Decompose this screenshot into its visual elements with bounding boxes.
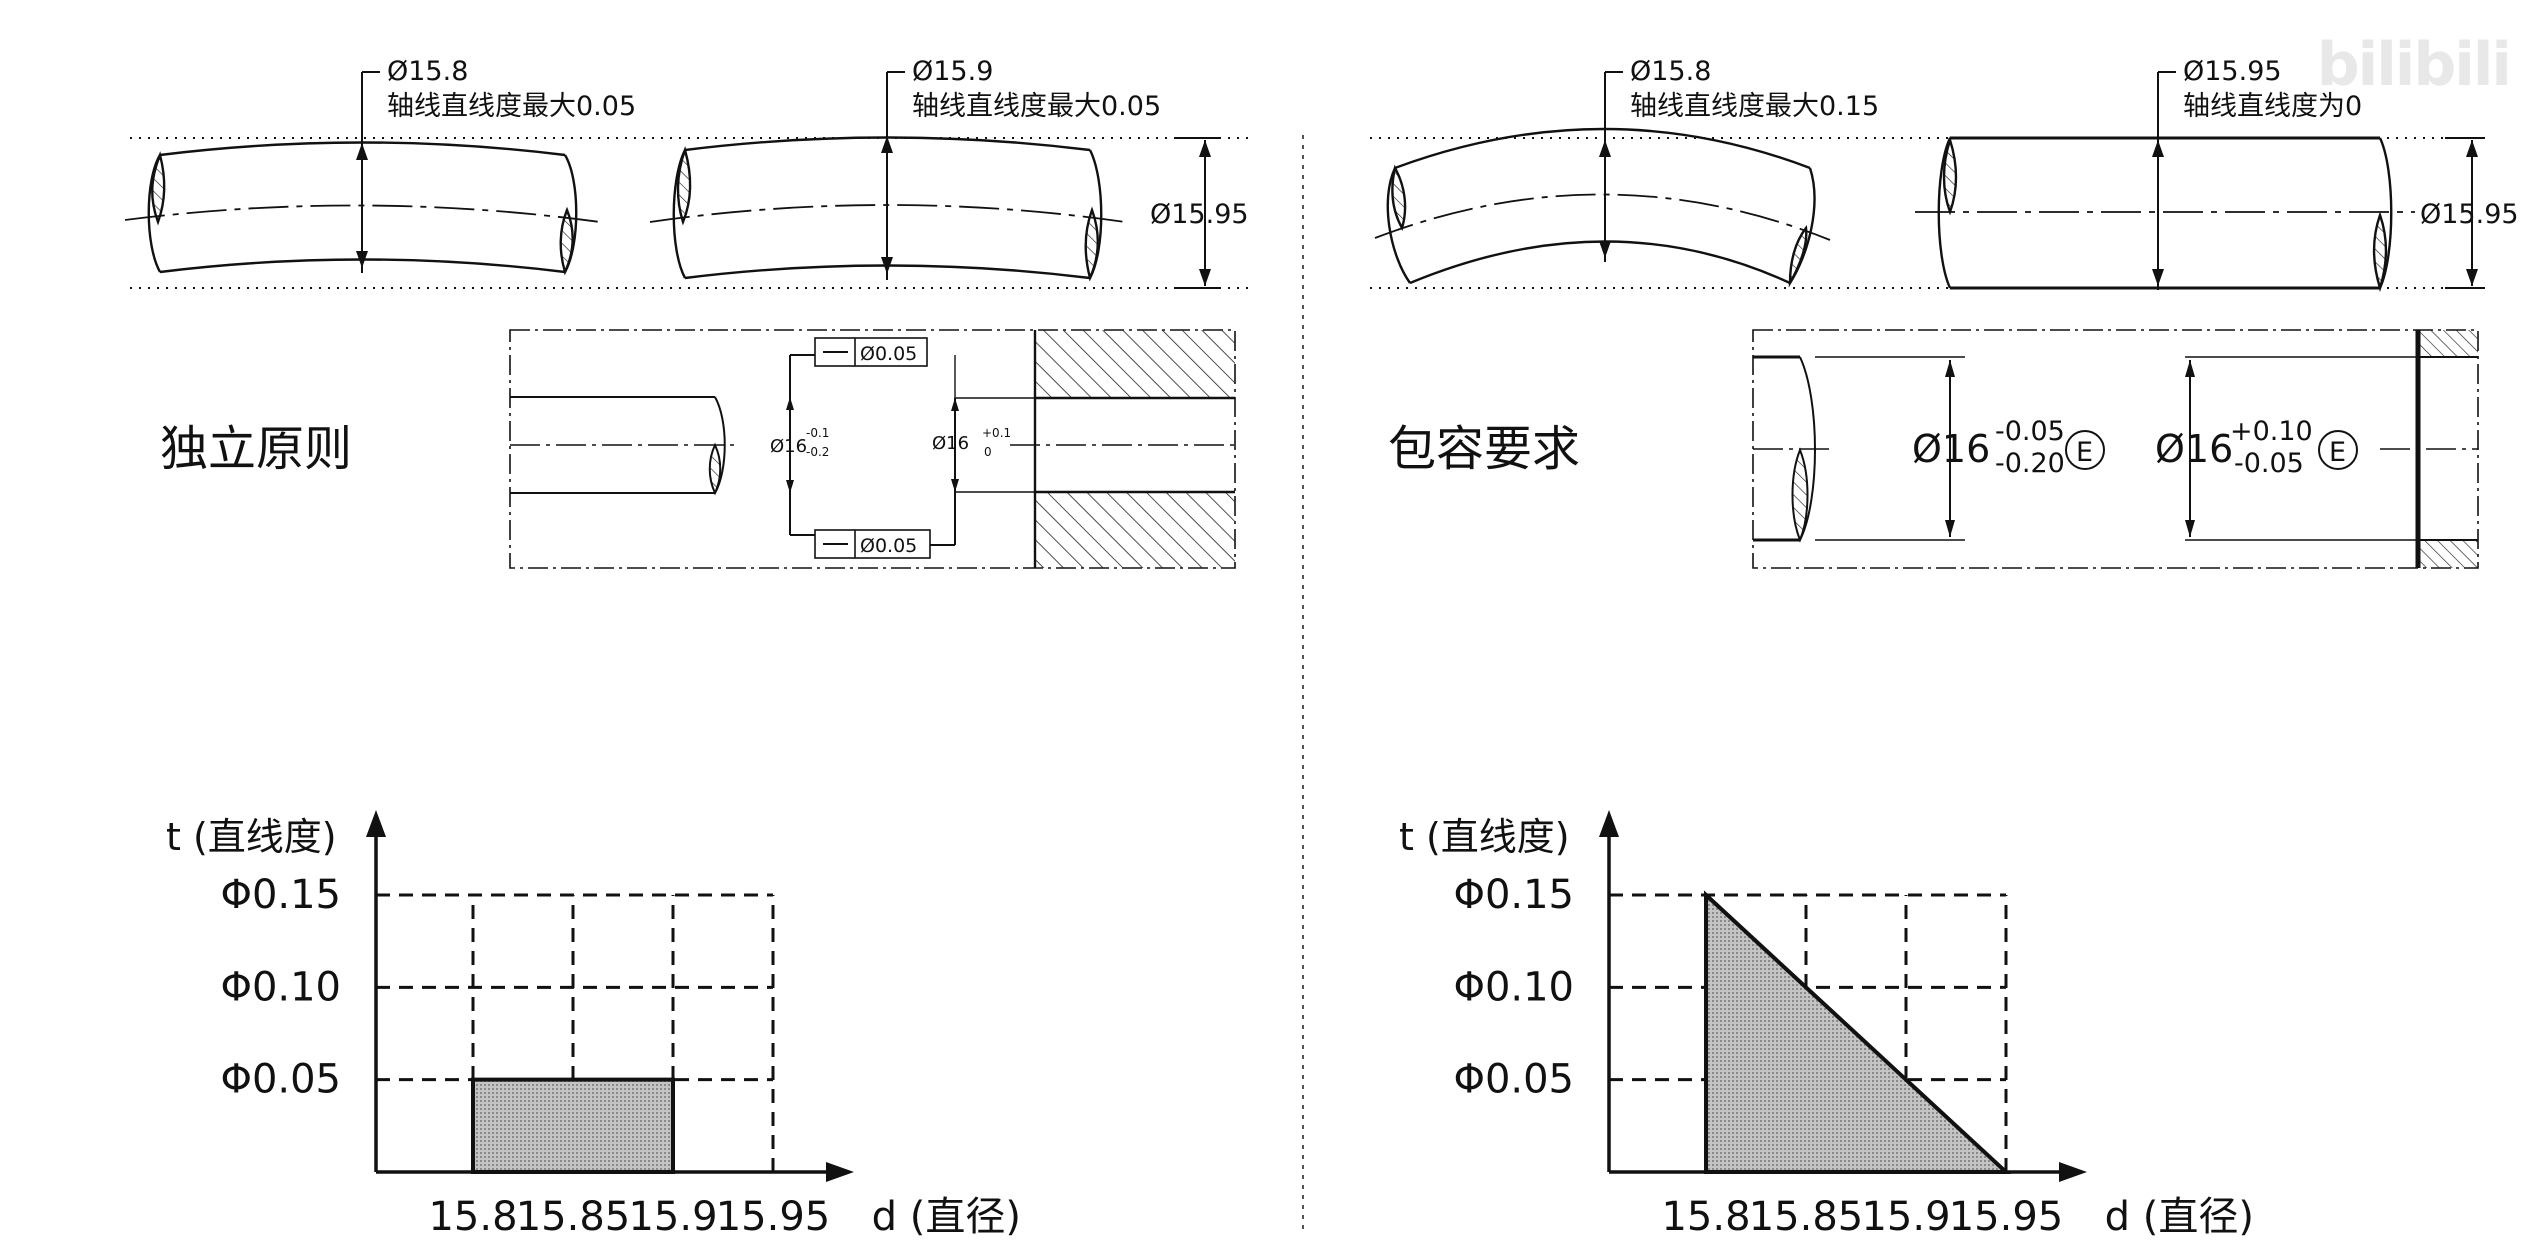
left-shaft-dim-lower: -0.2 <box>806 445 829 459</box>
right-hole-dim-upper: +0.10 <box>2230 416 2313 447</box>
y-tick-label: Φ0.15 <box>220 872 341 918</box>
left-hole-dim-label: Ø16 +0.1 0 <box>932 426 1011 459</box>
y-tick-label: Φ0.10 <box>1453 964 1574 1010</box>
y-axis-arrow <box>366 810 386 837</box>
left-shaft1-straightness: 轴线直线度最大0.05 <box>387 91 636 122</box>
y-axis-label: t (直线度) <box>1399 815 1570 859</box>
y-tick-label: Φ0.15 <box>1453 872 1574 918</box>
right-shaft-envelope-mark: E <box>2076 437 2093 468</box>
x-tick-label: 15.9 <box>1861 1194 1950 1240</box>
x-axis-arrow <box>2059 1162 2087 1182</box>
left-shaft2-dia: Ø15.9 <box>912 56 993 87</box>
left-hole-dim-lower: 0 <box>984 445 992 459</box>
right-shaft-dim-label: Ø16 -0.05 -0.20 E <box>1912 416 2093 479</box>
bilibili-watermark: bilibili <box>2316 30 2512 100</box>
right-shaft-dim-lower: -0.20 <box>1995 448 2065 479</box>
left-shaft-dim-nominal: Ø16 <box>770 436 807 457</box>
y-axis-label: t (直线度) <box>166 815 337 859</box>
x-tick-label: 15.95 <box>716 1194 831 1240</box>
right-shaft2-dia: Ø15.95 <box>2183 56 2282 87</box>
right-shaft-dim-nominal: Ø16 <box>1912 427 1990 471</box>
right-shaft1-straightness: 轴线直线度最大0.15 <box>1630 91 1879 122</box>
y-axis-arrow <box>1599 810 1619 837</box>
left-hole-dim-nominal: Ø16 <box>932 433 969 454</box>
tolerance-zone <box>1704 890 2012 1174</box>
independence-principle-title: 独立原则 <box>160 421 352 477</box>
left-hole-dim-upper: +0.1 <box>982 426 1011 440</box>
tolerance-zone <box>471 1077 675 1174</box>
right-shaft-dim-upper: -0.05 <box>1995 416 2065 447</box>
y-tick-label: Φ0.10 <box>220 964 341 1010</box>
left-shaft-dim-upper: -0.1 <box>806 426 829 440</box>
left-tol-box-top: Ø0.05 <box>860 343 917 365</box>
x-tick-label: 15.85 <box>1749 1194 1864 1240</box>
left-tol-box-bottom: Ø0.05 <box>860 535 917 557</box>
right-tech-drawing <box>1752 329 2479 569</box>
x-axis-label: d (直径) <box>2105 1194 2254 1240</box>
x-tick-label: 15.8 <box>428 1194 517 1240</box>
right-shaft1-dia: Ø15.8 <box>1630 56 1711 87</box>
x-axis-arrow <box>826 1162 854 1182</box>
y-tick-label: Φ0.05 <box>1453 1057 1574 1103</box>
right-hole-envelope-mark: E <box>2329 437 2346 468</box>
left-shaft-dim-label: Ø16 -0.1 -0.2 <box>770 426 829 459</box>
right-shaft2-straightness: 轴线直线度为0 <box>2183 91 2362 122</box>
right-hole-dim-label: Ø16 +0.10 -0.05 E <box>2155 416 2346 479</box>
left-shafts <box>124 71 1250 289</box>
left-shaft2-straightness: 轴线直线度最大0.05 <box>912 91 1161 122</box>
x-axis-label: d (直径) <box>872 1194 1021 1240</box>
x-tick-label: 15.9 <box>628 1194 717 1240</box>
x-tick-label: 15.85 <box>516 1194 631 1240</box>
right-envelope-dia: Ø15.95 <box>2420 199 2519 230</box>
right-hole-dim-nominal: Ø16 <box>2155 427 2233 471</box>
y-tick-label: Φ0.05 <box>220 1057 341 1103</box>
x-tick-label: 15.95 <box>1949 1194 2064 1240</box>
envelope-requirement-title: 包容要求 <box>1388 421 1580 477</box>
x-tick-label: 15.8 <box>1661 1194 1750 1240</box>
right-hole-dim-lower: -0.05 <box>2234 448 2304 479</box>
left-tech-drawing <box>509 329 1236 569</box>
left-envelope-dia: Ø15.95 <box>1150 199 1249 230</box>
left-shaft1-dia: Ø15.8 <box>387 56 468 87</box>
right-shafts <box>1370 71 2485 293</box>
